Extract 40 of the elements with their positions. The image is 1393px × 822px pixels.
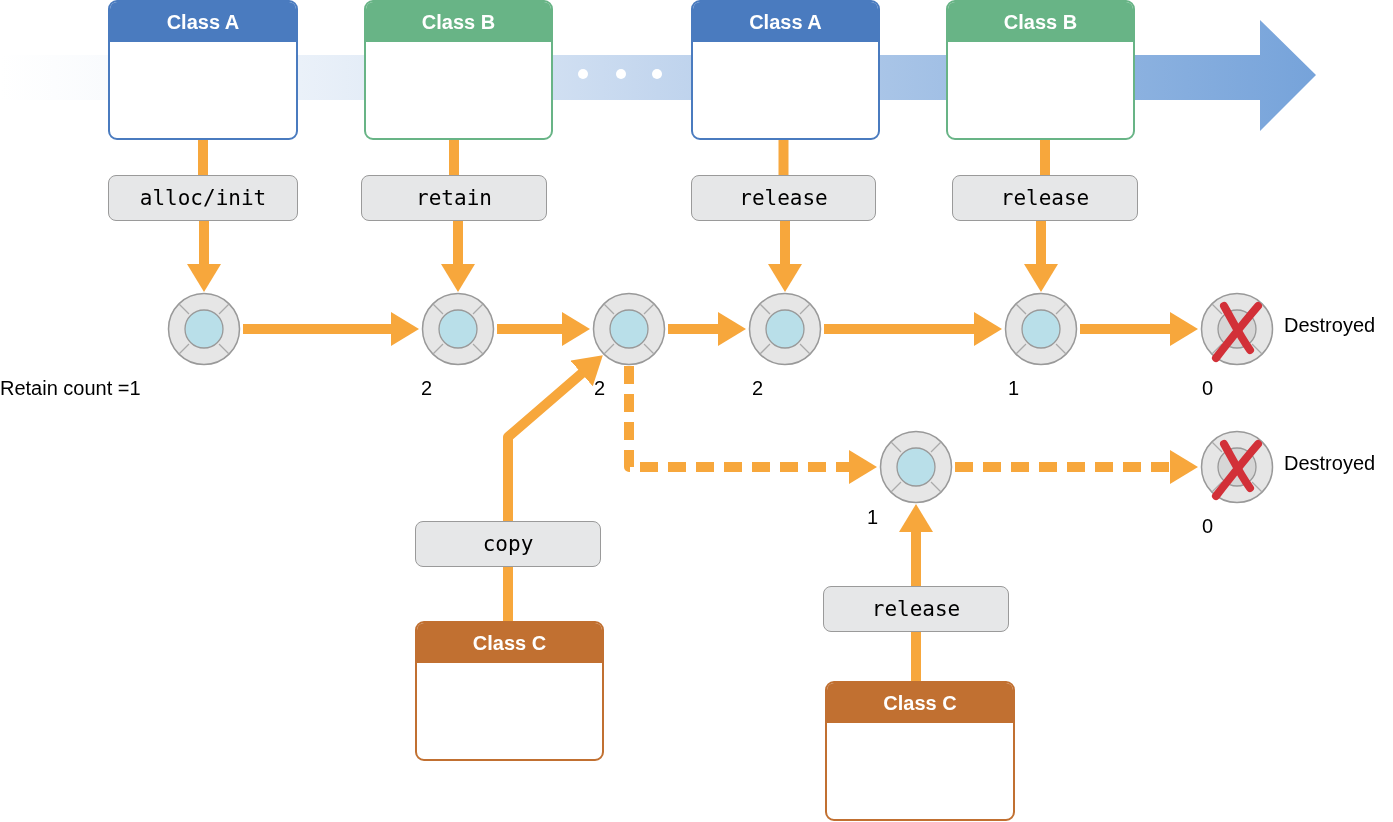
arrow (768, 221, 802, 292)
arrow (899, 504, 933, 586)
method-label: release (952, 175, 1138, 221)
class-box (691, 0, 880, 140)
arrow (243, 312, 419, 346)
arrow (624, 366, 877, 484)
method-label: release (691, 175, 876, 221)
class-name: Class C (827, 683, 1013, 723)
status-label: Destroyed (1284, 452, 1376, 475)
retain-count: Retain count =1 (0, 377, 141, 400)
arrow (497, 312, 590, 346)
method-label: alloc/init (108, 175, 298, 221)
arrow (955, 450, 1198, 484)
class-name: Class A (110, 2, 296, 42)
arrow (668, 312, 746, 346)
class-name: Class B (366, 2, 551, 42)
class-name: Class B (948, 2, 1133, 42)
method-label: retain (361, 175, 547, 221)
class-name: Class A (693, 2, 878, 42)
retain-count: 0 (1202, 377, 1214, 400)
retain-count: 2 (421, 377, 433, 400)
arrow (1080, 312, 1198, 346)
retain-count: 2 (752, 377, 764, 400)
class-name: Class C (417, 623, 602, 663)
class-box (108, 0, 298, 140)
method-label: copy (415, 521, 601, 567)
arrow (824, 312, 1002, 346)
class-box (946, 0, 1135, 140)
retain-count: 1 (1008, 377, 1020, 400)
retain-count: 1 (867, 506, 879, 529)
class-box (825, 681, 1015, 821)
arrow (187, 221, 221, 292)
arrow (1024, 221, 1058, 292)
retain-count: 2 (594, 377, 606, 400)
status-label: Destroyed (1284, 314, 1376, 337)
method-label: release (823, 586, 1009, 632)
class-box (364, 0, 553, 140)
retain-count: 0 (1202, 515, 1214, 538)
arrow (441, 221, 475, 292)
class-box (415, 621, 604, 761)
